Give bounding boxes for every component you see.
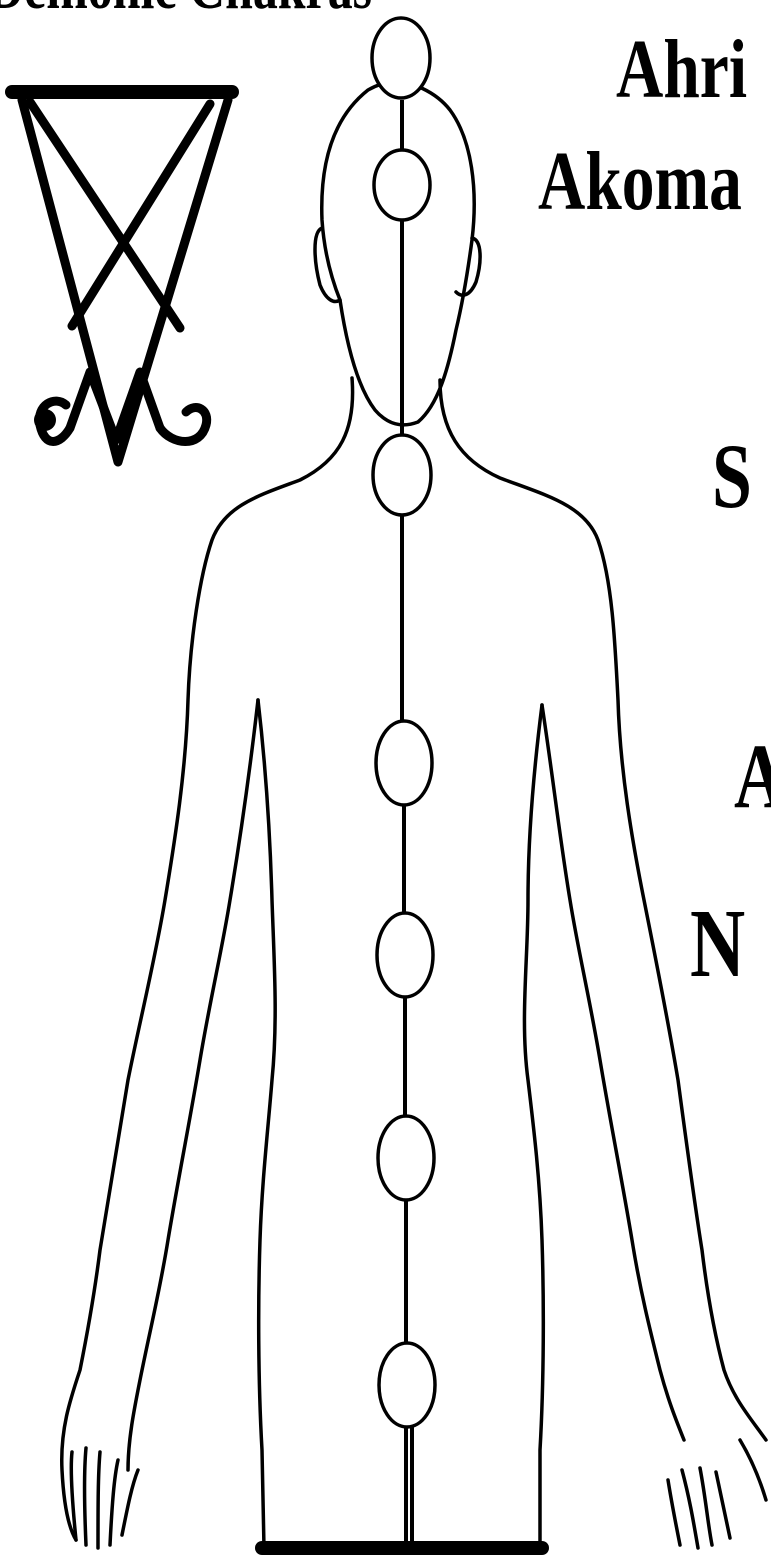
sacral-chakra-circle [378,1116,434,1200]
brow-chakra-circle [374,150,430,220]
heart-label: A [734,730,771,822]
solar-chakra-circle [377,913,433,997]
throat-label: S [712,430,752,522]
spine-line [402,100,412,1545]
crown-label: Ahri [616,28,747,112]
heart-chakra-circle [376,721,432,805]
brow-label: Akoma [538,140,742,224]
sigil-of-lucifer-icon [12,92,232,462]
root-chakra-circle [379,1343,435,1427]
throat-chakra-circle [373,435,431,515]
crown-chakra-circle [372,18,430,98]
solar-label: N [690,895,745,993]
